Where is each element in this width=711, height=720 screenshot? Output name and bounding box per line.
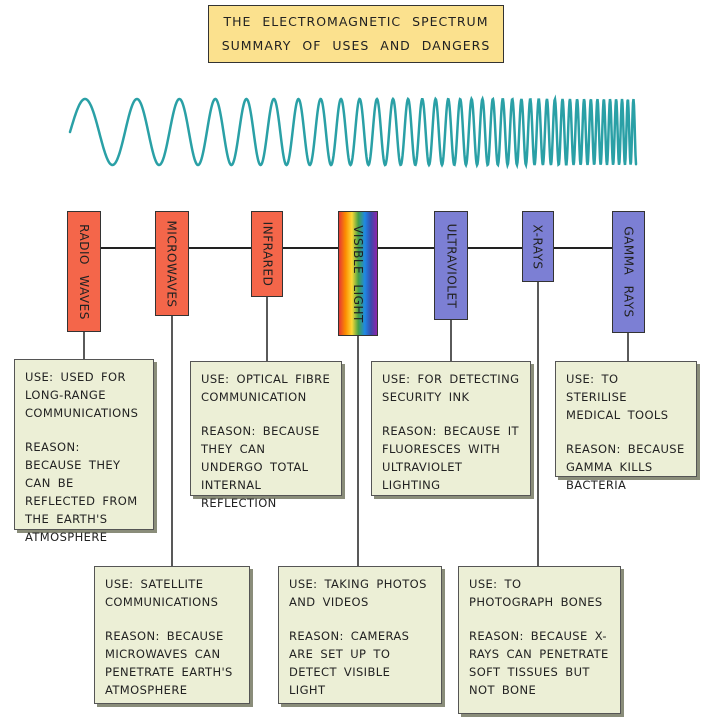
use-text: USE: TO STERILISE MEDICAL TOOLS	[566, 372, 669, 422]
reason-text: REASON: BECAUSE GAMMA KILLS BACTERIA	[566, 442, 685, 492]
band-label-ultraviolet: ULTRAVIOLET	[434, 211, 468, 320]
info-box-microwaves: USE: SATELLITE COMMUNICATIONS REASON: BE…	[94, 566, 250, 704]
info-box-visible-light: USE: TAKING PHOTOS AND VIDEOS REASON: CA…	[278, 566, 442, 704]
em-wave	[68, 94, 638, 170]
title-box: THE ELECTROMAGNETIC SPECTRUM SUMMARY OF …	[208, 5, 504, 63]
info-box-x-rays: USE: TO PHOTOGRAPH BONES REASON: BECAUSE…	[458, 566, 621, 714]
title-line-2: SUMMARY OF USES AND DANGERS	[221, 38, 491, 53]
reason-text: REASON: BECAUSE THEY CAN BE REFLECTED FR…	[25, 440, 138, 544]
info-box-gamma-rays: USE: TO STERILISE MEDICAL TOOLS REASON: …	[555, 361, 697, 492]
info-box-ultraviolet: USE: FOR DETECTING SECURITY INK REASON: …	[371, 361, 531, 496]
use-text: USE: TO PHOTOGRAPH BONES	[469, 577, 603, 609]
reason-text: REASON: BECAUSE MICROWAVES CAN PENETRATE…	[105, 629, 233, 697]
info-box-radio-waves: USE: USED FOR LONG-RANGE COMMUNICATIONS …	[14, 359, 154, 544]
band-label-gamma-rays: GAMMA RAYS	[612, 211, 645, 333]
title-line-1: THE ELECTROMAGNETIC SPECTRUM	[223, 14, 489, 29]
band-label-microwaves: MICROWAVES	[155, 211, 189, 316]
band-label-x-rays: X-RAYS	[522, 211, 554, 282]
reason-text: REASON: BECAUSE X-RAYS CAN PENETRATE SOF…	[469, 629, 609, 697]
band-label-visible-light: VISIBLE LIGHT	[338, 211, 378, 336]
band-label-infrared: INFRARED	[251, 211, 283, 297]
reason-text: REASON: CAMERAS ARE SET UP TO DETECT VIS…	[289, 629, 410, 697]
use-text: USE: TAKING PHOTOS AND VIDEOS	[289, 577, 427, 609]
reason-text: REASON: BECAUSE THEY CAN UNDERGO TOTAL I…	[201, 424, 320, 510]
reason-text: REASON: BECAUSE IT FLUORESCES WITH ULTRA…	[382, 424, 519, 492]
use-text: USE: OPTICAL FIBRE COMMUNICATION	[201, 372, 331, 404]
use-text: USE: USED FOR LONG-RANGE COMMUNICATIONS	[25, 370, 139, 420]
band-label-radio-waves: RADIO WAVES	[67, 211, 101, 332]
info-box-infrared: USE: OPTICAL FIBRE COMMUNICATION REASON:…	[190, 361, 342, 510]
use-text: USE: SATELLITE COMMUNICATIONS	[105, 577, 219, 609]
use-text: USE: FOR DETECTING SECURITY INK	[382, 372, 520, 404]
